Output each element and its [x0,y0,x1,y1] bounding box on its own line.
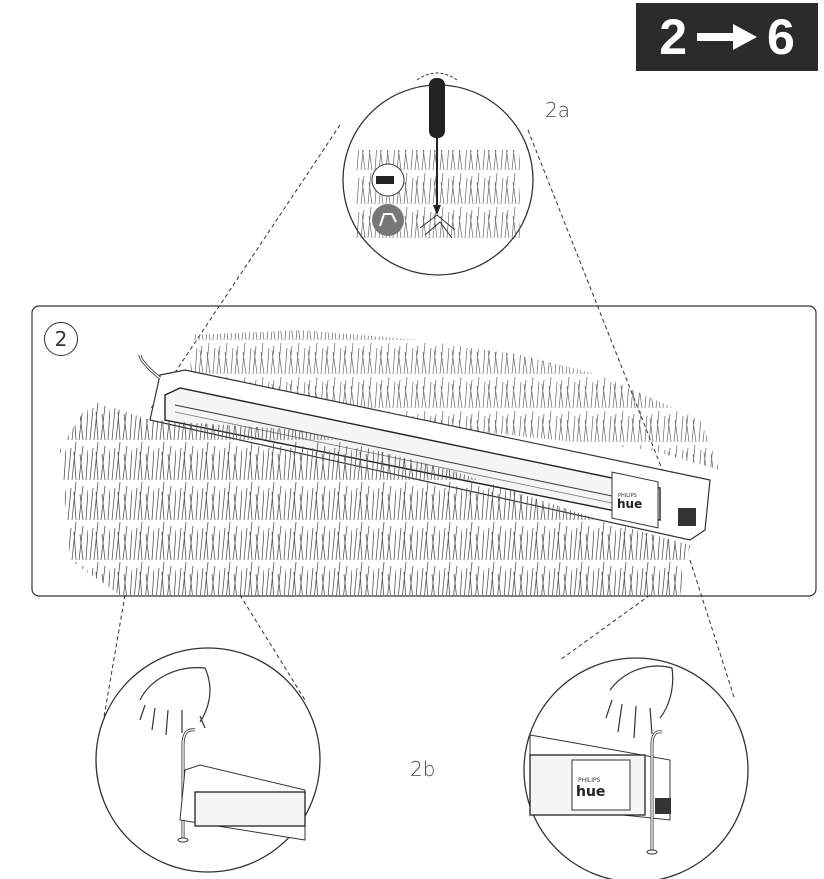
detail-2b-right: PHILIPS hue [523,657,749,879]
screwdriver-icon [416,72,458,215]
ground-stake-icon [177,728,196,843]
detail-2b-left [95,647,321,873]
hand-icon [139,667,211,736]
flex-arm-icon [372,204,404,236]
badge-to: 6 [767,9,795,65]
grass-front [60,400,690,595]
detail-2a [342,72,534,276]
connector-icon [678,508,696,526]
brand-text: PHILIPS [618,493,637,499]
detail-label-2a: 2a [545,98,570,122]
arrow-right-icon [697,22,757,52]
step-range-badge: 2 6 [636,3,818,71]
ground-stake-icon [646,730,663,855]
badge-from: 2 [659,9,687,65]
hand-icon [605,665,674,739]
product-name-text: hue [576,784,605,800]
brand-text: PHILIPS [578,777,601,784]
step-number-circle: 2 [44,322,78,356]
main-panel [31,305,817,597]
detail-label-2b: 2b [410,757,436,781]
grass-illustration [185,330,720,470]
connector-icon [655,798,671,814]
product-name-text: hue [617,497,642,511]
